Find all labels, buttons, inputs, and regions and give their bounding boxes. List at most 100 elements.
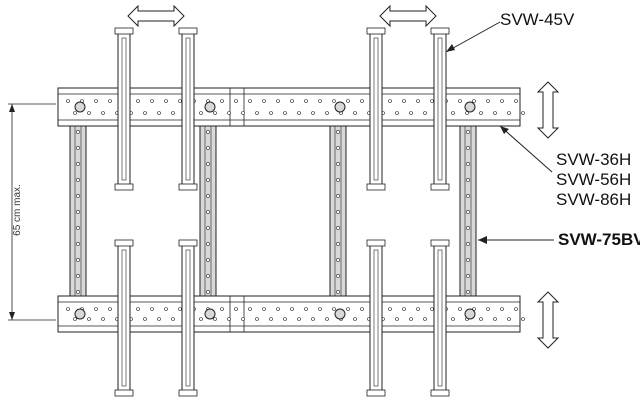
arm-cap [114, 389, 134, 397]
rail-hole [395, 111, 399, 115]
rail-hole [325, 111, 329, 115]
frame-bar-hole [336, 194, 340, 198]
rail-hole [318, 307, 322, 311]
rail-hole [325, 317, 329, 321]
rail-knob [334, 308, 346, 320]
rail-hole [458, 99, 462, 103]
arm-cap [114, 27, 134, 35]
frame-bar-hole [206, 242, 210, 246]
rail-hole [388, 307, 392, 311]
rail-knob [464, 101, 476, 113]
vertical-frame-bars [69, 117, 477, 307]
dimension-arrowhead [9, 104, 15, 112]
vertical-arms [114, 27, 450, 397]
rail-hole [423, 111, 427, 115]
rail-hole [143, 317, 147, 321]
arm-cap [366, 389, 386, 397]
frame-bar-hole [206, 162, 210, 166]
arm [430, 239, 450, 397]
leader-arm [445, 21, 501, 53]
rail-hole [87, 317, 91, 321]
frame-bar-hole [76, 274, 80, 278]
rail-hole [171, 317, 175, 321]
arm-slot [373, 37, 379, 181]
rail-hole [248, 307, 252, 311]
frame-bar-hole [206, 274, 210, 278]
rail-hole [332, 99, 336, 103]
rail-hole [290, 307, 294, 311]
rail-hole [409, 111, 413, 115]
frame-bar-hole [76, 178, 80, 182]
frame-bar-hole [336, 226, 340, 230]
rail-hole [423, 317, 427, 321]
frame-bar-hole [206, 210, 210, 214]
rail-hole [430, 99, 434, 103]
frame-bar-hole [76, 210, 80, 214]
arm [366, 239, 386, 397]
rail-hole [451, 317, 455, 321]
rail-hole [262, 307, 266, 311]
rail-hole [479, 317, 483, 321]
rail-hole [297, 317, 301, 321]
frame-bar-hole [466, 258, 470, 262]
rail-hole [353, 317, 357, 321]
horizontal-arrow-shape [127, 4, 185, 28]
rail-hole [318, 99, 322, 103]
frame-bar-hole [466, 226, 470, 230]
rail-model-56h: SVW-56H [556, 170, 632, 189]
arm-cap [430, 183, 450, 191]
frame-bar-hole [466, 130, 470, 134]
arm-cap [430, 239, 450, 247]
frame-bar [199, 117, 217, 307]
rail-hole [136, 307, 140, 311]
rail-hole [402, 99, 406, 103]
rail-knob [74, 101, 86, 113]
arm-cap [178, 239, 198, 247]
rail-hole [409, 317, 413, 321]
rail-hole [66, 99, 70, 103]
frame-bar-hole [206, 146, 210, 150]
frame-bar-hole [76, 290, 80, 294]
rail-hole [402, 307, 406, 311]
leader-arrowhead [446, 44, 455, 52]
rail-hole [493, 111, 497, 115]
arm [366, 27, 386, 191]
rail-hole [213, 317, 217, 321]
frame-bar-hole [466, 194, 470, 198]
rail-hole [66, 307, 70, 311]
rail-hole [493, 317, 497, 321]
frame-bar-hole [466, 210, 470, 214]
rail-hole [199, 111, 203, 115]
frame-bar-hole [76, 258, 80, 262]
rail-hole [143, 111, 147, 115]
rail-model-36h: SVW-36H [556, 150, 632, 169]
rail-hole [472, 99, 476, 103]
height-dimension [8, 103, 56, 321]
arm-cap [430, 27, 450, 35]
rail-hole [150, 99, 154, 103]
rail-hole [164, 307, 168, 311]
frame-bar [329, 117, 347, 307]
vertical-arrow-shape [536, 291, 560, 349]
rail-hole [430, 307, 434, 311]
frame-bar-hole [206, 290, 210, 294]
arm-cap [114, 239, 134, 247]
rail-hole [157, 111, 161, 115]
rail-hole [500, 99, 504, 103]
rail-hole [346, 99, 350, 103]
arm [178, 239, 198, 397]
frame-bar-hole [336, 210, 340, 214]
rail-hole [276, 307, 280, 311]
arm-slot [437, 37, 443, 181]
rail-hole [241, 317, 245, 321]
rail-hole [241, 111, 245, 115]
arm [178, 27, 198, 191]
rail-hole [73, 111, 77, 115]
arm-cap [366, 27, 386, 35]
frame-bar-hole [466, 178, 470, 182]
double-arrow-vertical-icon [536, 81, 560, 139]
leader-lines [445, 21, 554, 244]
rail-knob [464, 308, 476, 320]
frame-bar-hole [76, 130, 80, 134]
rail-hole [178, 99, 182, 103]
